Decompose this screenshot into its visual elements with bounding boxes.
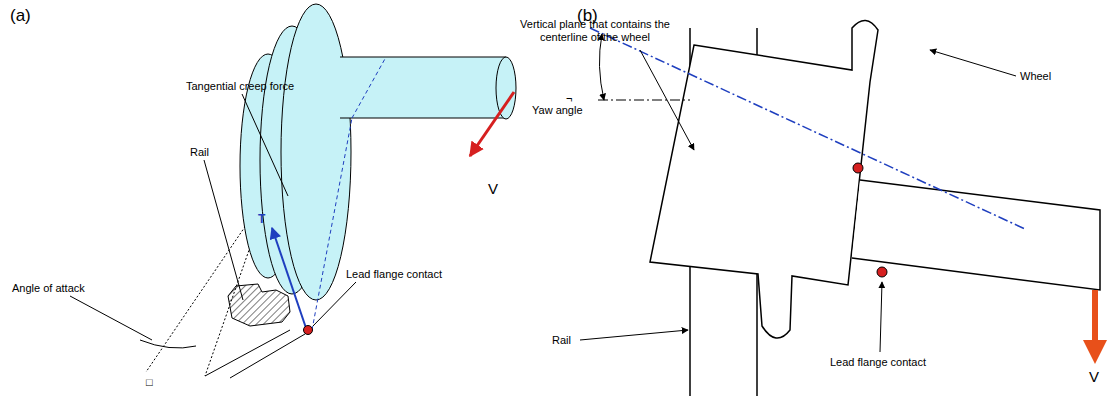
leader-lines — [70, 94, 356, 340]
part-label: Lead flange contact — [830, 356, 926, 369]
velocity-label: V — [488, 180, 498, 198]
part-label: Tangential creep force — [186, 80, 294, 93]
panel-letter: (a) — [10, 6, 31, 26]
wheel-plan — [650, 20, 878, 338]
force-symbol: T — [258, 212, 265, 226]
velocity-arrow — [1095, 290, 1096, 352]
velocity-arrow — [470, 92, 514, 156]
angle-symbol: ¬ — [566, 92, 572, 105]
wheel-centerline — [590, 28, 1025, 229]
part-label: Wheel — [1020, 70, 1051, 83]
yaw-arc — [599, 34, 604, 100]
creep-force-arrow — [272, 228, 306, 328]
contact-dot — [304, 326, 313, 335]
part-label: Rail — [190, 146, 209, 159]
part-label: Rail — [552, 334, 571, 347]
angle-label: Angle of attack — [12, 282, 85, 295]
rail-section — [228, 284, 290, 326]
part-label: Lead flange contact — [346, 268, 442, 281]
contact-dot — [853, 163, 863, 173]
velocity-label: V — [1089, 368, 1099, 386]
leader-lines — [580, 50, 1016, 352]
reference-line — [598, 99, 690, 100]
angle-symbol: □ — [146, 376, 153, 389]
axle — [312, 57, 516, 330]
angle-label: Yaw angle — [532, 104, 583, 117]
plane-label: Vertical plane that contains the centerl… — [505, 18, 685, 44]
axle-plan — [852, 180, 1100, 290]
contact-dot — [877, 267, 887, 277]
wheel-discs — [240, 4, 351, 300]
